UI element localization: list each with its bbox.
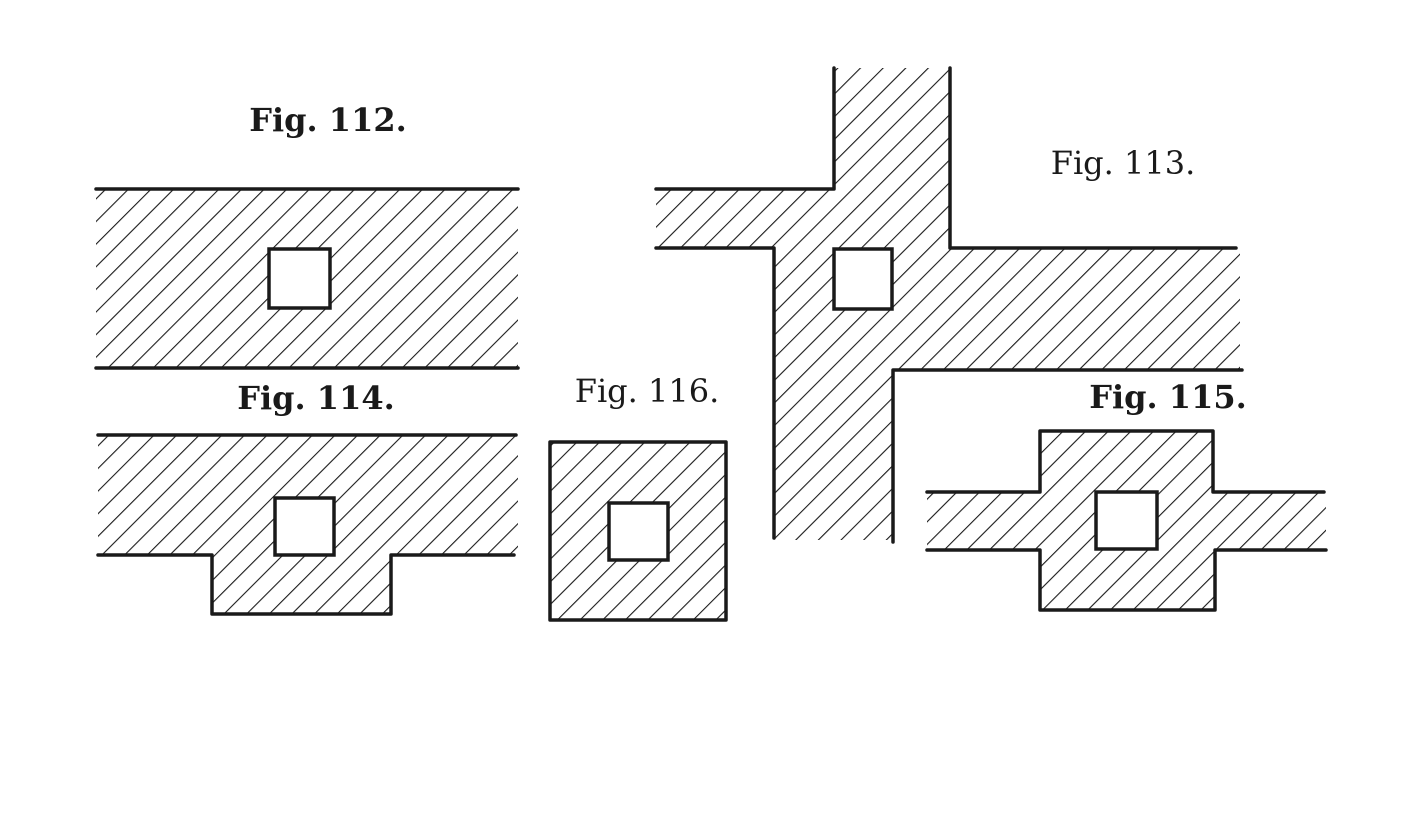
figure-114-label: Fig. 114. xyxy=(237,379,394,417)
figure-115: Fig. 115. xyxy=(925,378,1328,612)
figure-113-label: Fig. 113. xyxy=(1051,144,1196,182)
figure-115-label: Fig. 115. xyxy=(1089,378,1246,416)
figure-116-label: Fig. 116. xyxy=(575,372,720,410)
figure-113: Fig. 113. xyxy=(654,66,1244,544)
figure-114: Fig. 114. xyxy=(96,379,518,616)
figure-115-top-edge xyxy=(925,429,1326,494)
figure-113-flue-opening xyxy=(832,247,894,311)
figure-116: Fig. 116. xyxy=(548,372,728,622)
figure-114-flue-opening xyxy=(273,496,336,557)
figure-116-outline xyxy=(548,440,728,622)
figure-113-edge-lower-right xyxy=(891,368,1244,544)
figure-113-edge-upper-left xyxy=(654,66,836,191)
figure-113-edge-lower-left xyxy=(654,246,776,540)
figure-115-bottom-edge xyxy=(925,548,1328,612)
figure-112: Fig. 112. xyxy=(94,101,520,370)
figure-116-flue-opening xyxy=(607,501,670,562)
figure-113-hatched-wall xyxy=(656,68,1240,540)
figure-115-flue-opening xyxy=(1094,490,1159,551)
figure-112-label: Fig. 112. xyxy=(249,101,406,139)
figure-112-flue-opening xyxy=(267,247,332,310)
figure-113-edge-upper-right xyxy=(948,66,1238,250)
figure-114-bottom-edge xyxy=(96,553,516,616)
